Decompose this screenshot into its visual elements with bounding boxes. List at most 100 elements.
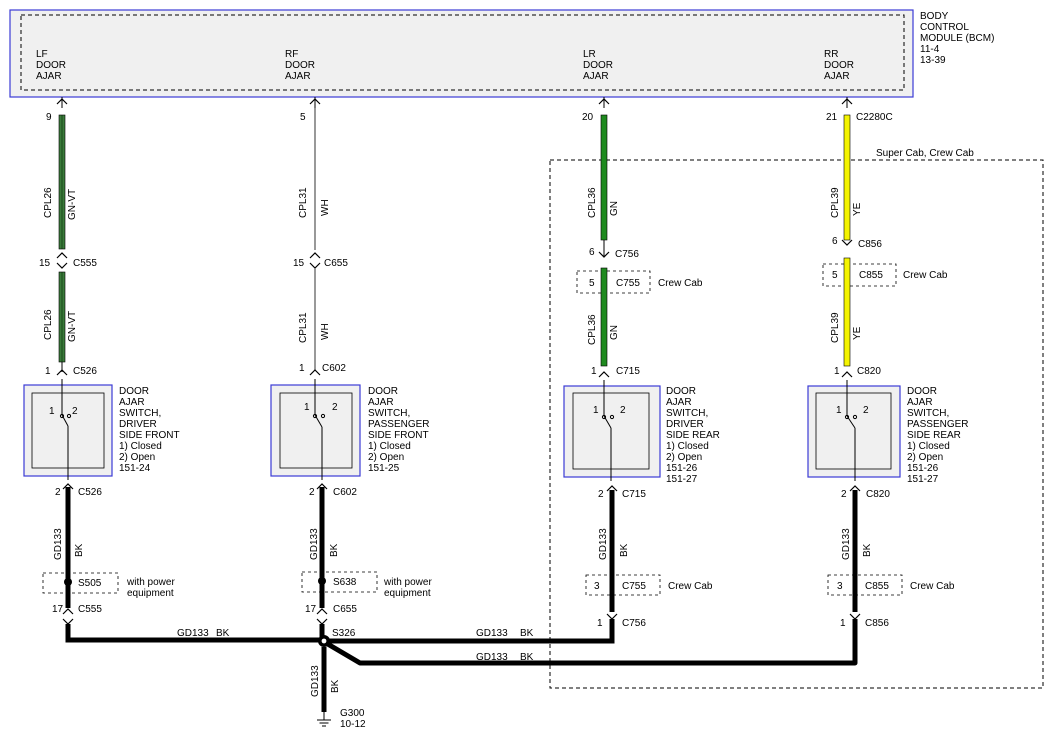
svg-text:S638: S638 bbox=[333, 577, 357, 588]
svg-text:C555: C555 bbox=[73, 258, 97, 269]
rr-door-ajar-label: RR DOOR AJAR bbox=[824, 49, 854, 82]
svg-text:YE: YE bbox=[852, 202, 863, 216]
svg-text:AJAR: AJAR bbox=[36, 71, 62, 82]
svg-text:SIDE REAR: SIDE REAR bbox=[907, 430, 961, 441]
svg-text:GD133: GD133 bbox=[841, 528, 852, 560]
svg-text:1: 1 bbox=[591, 366, 597, 377]
rr-door-ajar-switch: 1 2 bbox=[807, 380, 901, 481]
svg-text:3: 3 bbox=[594, 581, 600, 592]
svg-text:1) Closed: 1) Closed bbox=[907, 441, 950, 452]
svg-text:5: 5 bbox=[832, 270, 838, 281]
svg-text:LF: LF bbox=[36, 49, 48, 60]
rr-switch-description: DOOR AJAR SWITCH, PASSENGER SIDE REAR 1)… bbox=[907, 386, 969, 485]
svg-text:1: 1 bbox=[836, 405, 842, 416]
lf-c555-connector bbox=[56, 252, 68, 269]
svg-text:C855: C855 bbox=[859, 270, 883, 281]
svg-text:S505: S505 bbox=[78, 578, 102, 589]
svg-text:C856: C856 bbox=[865, 618, 889, 629]
svg-text:C756: C756 bbox=[615, 249, 639, 260]
svg-text:AJAR: AJAR bbox=[583, 71, 609, 82]
svg-text:C820: C820 bbox=[857, 366, 881, 377]
svg-text:2: 2 bbox=[332, 402, 338, 413]
bcm-title-4: 11-4 bbox=[920, 44, 940, 55]
svg-text:1: 1 bbox=[834, 366, 840, 377]
svg-text:BK: BK bbox=[520, 628, 534, 639]
lf-bcm-pin: 9 bbox=[46, 112, 52, 123]
svg-text:Crew Cab: Crew Cab bbox=[658, 278, 703, 289]
lr-door-ajar-label: LR DOOR AJAR bbox=[583, 49, 613, 82]
svg-text:C855: C855 bbox=[865, 581, 889, 592]
svg-text:1: 1 bbox=[304, 402, 310, 413]
svg-text:DOOR: DOOR bbox=[285, 60, 315, 71]
rr-c856-connector bbox=[841, 239, 853, 246]
svg-text:CPL39: CPL39 bbox=[830, 187, 841, 218]
svg-text:DOOR: DOOR bbox=[368, 386, 398, 397]
svg-text:GN: GN bbox=[609, 325, 620, 340]
svg-text:DOOR: DOOR bbox=[824, 60, 854, 71]
svg-text:PASSENGER: PASSENGER bbox=[368, 419, 430, 430]
svg-text:SWITCH,: SWITCH, bbox=[368, 408, 410, 419]
svg-text:SIDE FRONT: SIDE FRONT bbox=[119, 430, 180, 441]
bcm-title-1: BODY bbox=[920, 11, 949, 22]
svg-text:YE: YE bbox=[852, 326, 863, 340]
svg-text:GD133: GD133 bbox=[476, 652, 508, 663]
svg-text:C655: C655 bbox=[333, 604, 357, 615]
svg-text:AJAR: AJAR bbox=[907, 397, 933, 408]
svg-text:C820: C820 bbox=[866, 489, 890, 500]
svg-text:2: 2 bbox=[55, 487, 61, 498]
lr-door-ajar-switch: 1 2 bbox=[563, 380, 661, 481]
svg-text:CPL31: CPL31 bbox=[298, 187, 309, 218]
super-cab-crew-cab-region bbox=[549, 159, 1044, 689]
svg-text:2: 2 bbox=[863, 405, 869, 416]
lf-circuit: 9 CPL26 GN-VT 15 C555 CPL26 GN-VT 1 C526… bbox=[23, 97, 322, 643]
svg-text:GD133: GD133 bbox=[309, 528, 320, 560]
svg-text:RR: RR bbox=[824, 49, 838, 60]
lr-switch-description: DOOR AJAR SWITCH, DRIVER SIDE REAR 1) Cl… bbox=[666, 386, 720, 485]
svg-text:17: 17 bbox=[305, 604, 317, 615]
svg-text:C715: C715 bbox=[622, 489, 646, 500]
svg-text:DRIVER: DRIVER bbox=[119, 419, 157, 430]
svg-text:with power: with power bbox=[383, 577, 432, 588]
lr-circuit: 20 CPL36 GN 6 C756 5 C755 Crew Cab CPL36… bbox=[322, 97, 720, 644]
rr-circuit: 21 C2280C CPL39 YE 6 C856 5 C855 Crew Ca… bbox=[324, 97, 969, 666]
svg-text:AJAR: AJAR bbox=[368, 397, 394, 408]
svg-text:equipment: equipment bbox=[384, 588, 431, 599]
svg-text:with power: with power bbox=[126, 577, 175, 588]
svg-text:2) Open: 2) Open bbox=[119, 452, 155, 463]
svg-text:GN: GN bbox=[609, 201, 620, 216]
svg-text:15: 15 bbox=[293, 258, 305, 269]
svg-text:BK: BK bbox=[330, 679, 341, 693]
lf-upper-wire bbox=[58, 114, 66, 250]
rf-switch-description: DOOR AJAR SWITCH, PASSENGER SIDE FRONT 1… bbox=[368, 386, 430, 474]
svg-text:WH: WH bbox=[320, 323, 331, 340]
rr-bcm-pin: 21 bbox=[826, 112, 838, 123]
rr-lower-wire bbox=[843, 257, 851, 367]
svg-text:GD133: GD133 bbox=[53, 528, 64, 560]
svg-text:CPL39: CPL39 bbox=[830, 312, 841, 343]
svg-text:C555: C555 bbox=[78, 604, 102, 615]
svg-text:6: 6 bbox=[589, 247, 595, 258]
lf-switch-description: DOOR AJAR SWITCH, DRIVER SIDE FRONT 1) C… bbox=[119, 386, 180, 474]
svg-text:DOOR: DOOR bbox=[119, 386, 149, 397]
svg-text:C526: C526 bbox=[78, 487, 102, 498]
svg-text:2: 2 bbox=[598, 489, 604, 500]
bcm-title-3: MODULE (BCM) bbox=[920, 33, 994, 44]
svg-text:WH: WH bbox=[320, 199, 331, 216]
svg-text:DOOR: DOOR bbox=[36, 60, 66, 71]
svg-text:SWITCH,: SWITCH, bbox=[119, 408, 161, 419]
bcm-title-2: CONTROL bbox=[920, 22, 969, 33]
region-label: Super Cab, Crew Cab bbox=[876, 148, 974, 159]
svg-text:S326: S326 bbox=[332, 628, 356, 639]
lf-door-ajar-switch: 1 2 bbox=[23, 379, 113, 480]
svg-text:BK: BK bbox=[329, 543, 340, 557]
body-control-module: BODY CONTROL MODULE (BCM) 11-4 13-39 LF … bbox=[9, 9, 994, 98]
lr-c755-box bbox=[576, 270, 651, 294]
svg-text:C756: C756 bbox=[622, 618, 646, 629]
svg-text:CPL36: CPL36 bbox=[587, 187, 598, 218]
svg-text:G300: G300 bbox=[340, 708, 365, 719]
svg-text:C602: C602 bbox=[333, 487, 357, 498]
svg-text:2) Open: 2) Open bbox=[907, 452, 943, 463]
svg-text:2: 2 bbox=[620, 405, 626, 416]
svg-text:Crew Cab: Crew Cab bbox=[903, 270, 948, 281]
lr-c756-connector bbox=[598, 251, 610, 258]
